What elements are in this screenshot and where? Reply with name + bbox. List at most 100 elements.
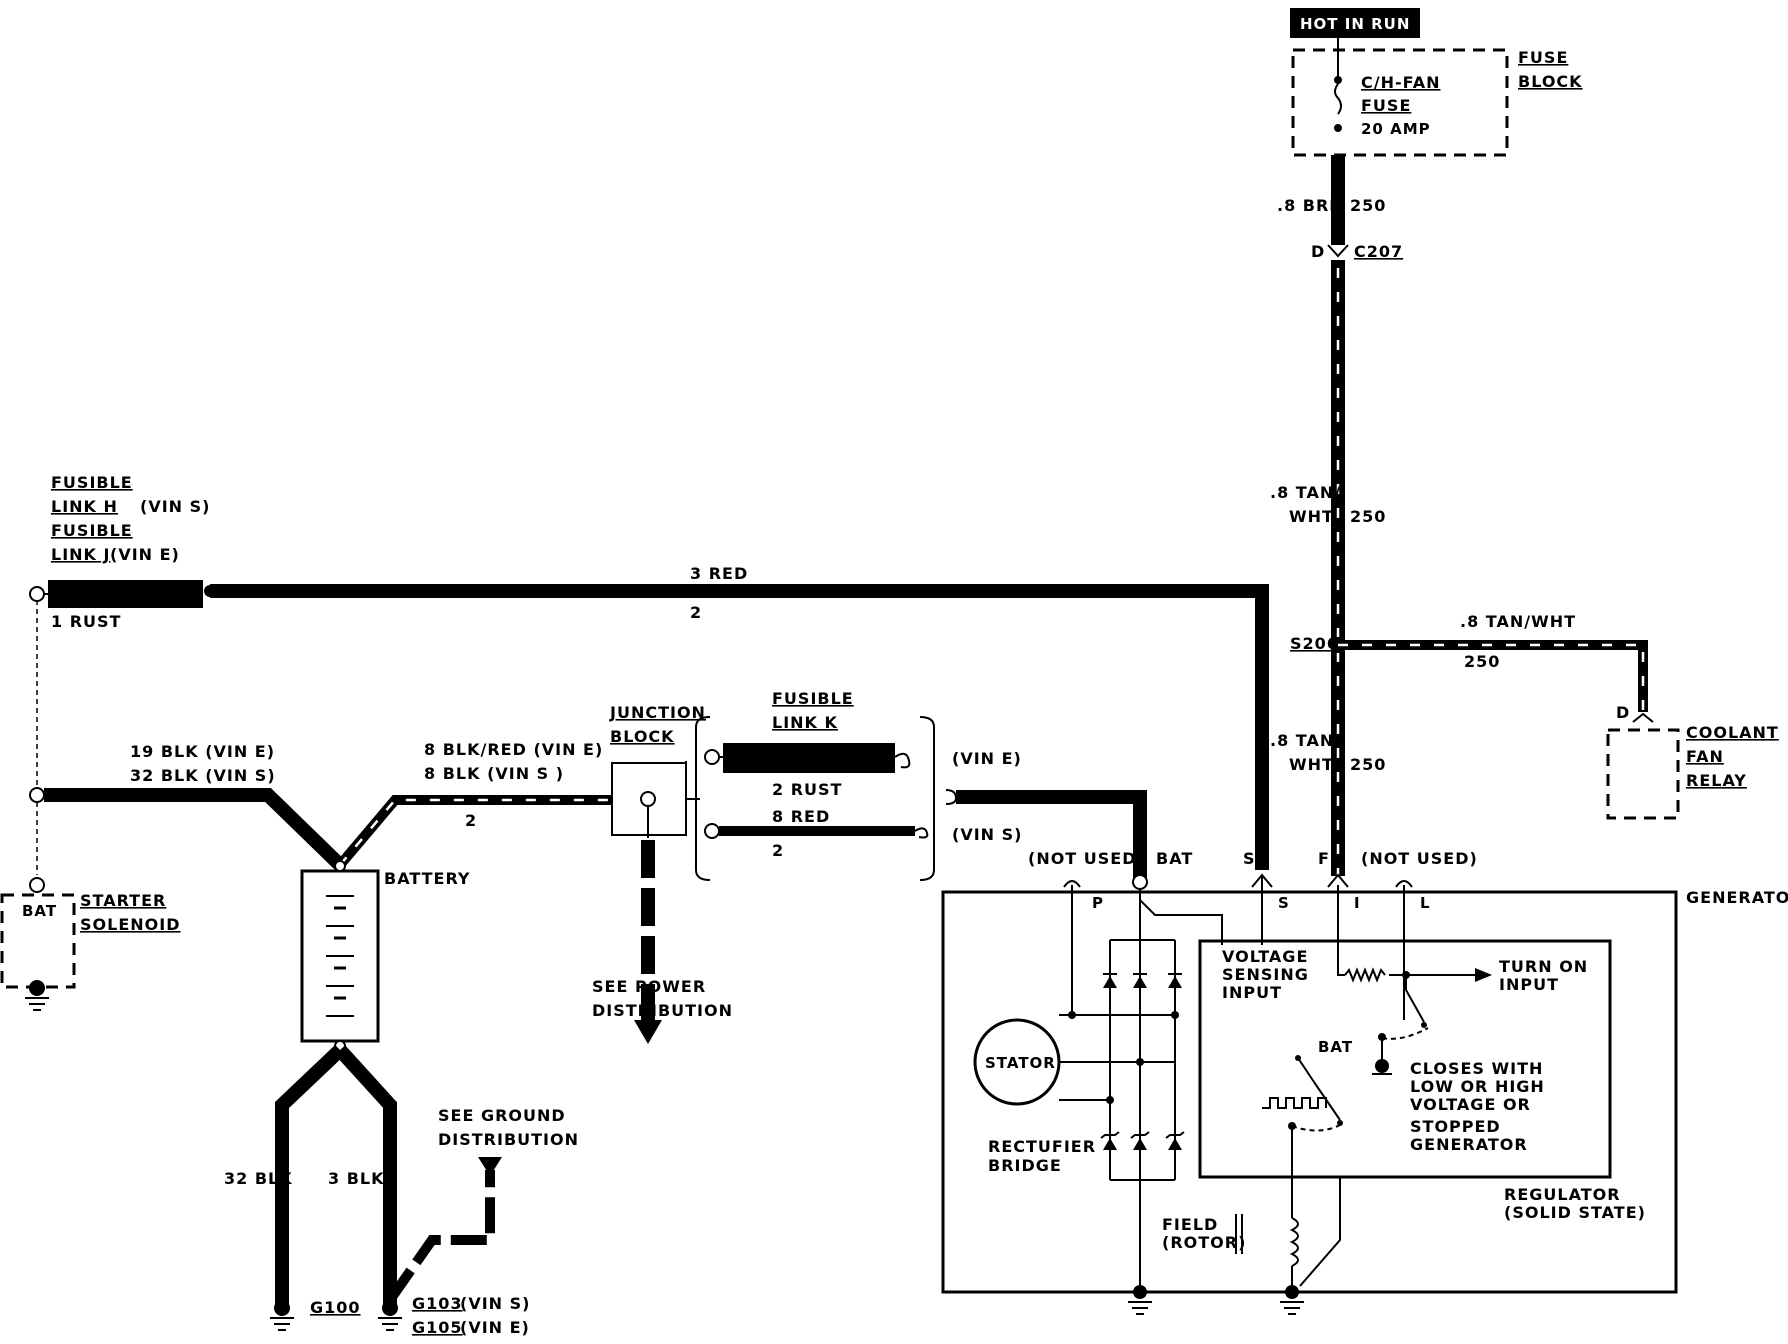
svg-text:VOLTAGE: VOLTAGE	[1222, 947, 1308, 966]
coolant-fan-relay	[1606, 728, 1680, 820]
fuse-block: FUSE BLOCK C/H-FAN FUSE 20 AMP	[1291, 38, 1583, 157]
svg-text:.8 TAN/: .8 TAN/	[1270, 483, 1341, 502]
svg-text:(VIN E): (VIN E)	[110, 545, 180, 564]
svg-text:BAT: BAT	[1318, 1038, 1353, 1056]
ground-icon	[1375, 1059, 1389, 1073]
svg-text:GENERATOR: GENERATOR	[1686, 888, 1788, 907]
svg-text:19 BLK (VIN E): 19 BLK (VIN E)	[130, 742, 275, 761]
battery: BATTERY	[300, 860, 471, 1052]
battery-cells-icon	[326, 895, 354, 1017]
svg-text:250: 250	[1350, 507, 1386, 526]
svg-text:3 BLK: 3 BLK	[328, 1169, 385, 1188]
svg-text:SENSING: SENSING	[1222, 965, 1309, 984]
svg-text:VOLTAGE OR: VOLTAGE OR	[1410, 1095, 1531, 1114]
svg-text:SEE POWER: SEE POWER	[592, 977, 706, 996]
svg-text:8 RED: 8 RED	[772, 807, 830, 826]
svg-text:G105: G105	[412, 1318, 463, 1337]
svg-text:CLOSES WITH: CLOSES WITH	[1410, 1059, 1543, 1078]
svg-text:SEE GROUND: SEE GROUND	[438, 1106, 566, 1125]
svg-text:LINK J: LINK J	[51, 545, 110, 564]
svg-text:FUSIBLE: FUSIBLE	[51, 521, 133, 540]
terminal-l	[1395, 880, 1413, 888]
starter-solenoid: BAT STARTER SOLENOID	[0, 787, 179, 1011]
svg-text:.8 TAN/WHT: .8 TAN/WHT	[1460, 612, 1576, 631]
svg-text:250: 250	[1464, 652, 1500, 671]
fuse-icon	[1334, 83, 1342, 115]
terminal-bat	[1132, 874, 1148, 890]
svg-text:1 RUST: 1 RUST	[51, 612, 121, 631]
svg-text:2: 2	[465, 811, 477, 830]
ground-icon	[1280, 1301, 1304, 1315]
svg-text:F: F	[1318, 849, 1330, 868]
svg-text:G103: G103	[412, 1294, 463, 1313]
regulator-box	[1198, 939, 1612, 1179]
svg-text:250: 250	[1350, 755, 1386, 774]
svg-text:32 BLK (VIN S): 32 BLK (VIN S)	[130, 766, 276, 785]
svg-text:.8 TAN/: .8 TAN/	[1270, 731, 1341, 750]
svg-text:FAN: FAN	[1686, 747, 1724, 766]
battery-cable-positive: 19 BLK (VIN E) 32 BLK (VIN S) 8 BLK/RED …	[44, 740, 612, 871]
svg-text:(VIN E): (VIN E)	[460, 1318, 530, 1337]
ground-icon	[1128, 1301, 1152, 1315]
svg-text:D: D	[1311, 242, 1325, 261]
ground-icon	[270, 1317, 294, 1331]
svg-text:(VIN E): (VIN E)	[952, 749, 1022, 768]
svg-text:(VIN S): (VIN S)	[140, 497, 210, 516]
svg-text:20 AMP: 20 AMP	[1361, 120, 1431, 138]
svg-text:P: P	[1092, 894, 1104, 912]
svg-text:BAT: BAT	[1156, 849, 1193, 868]
svg-text:(NOT USED): (NOT USED)	[1028, 849, 1145, 868]
svg-text:BAT: BAT	[22, 902, 57, 920]
ground-icon	[25, 997, 49, 1011]
fuse-feed-wire: .8 BRN 250 D C207 .8 TAN/ WHT 250 S206 .…	[1270, 155, 1403, 876]
svg-text:JUNCTION: JUNCTION	[609, 703, 706, 722]
svg-text:LINK H: LINK H	[51, 497, 118, 516]
rectifier-bridge-diodes	[1100, 939, 1185, 1181]
fusible-link-k: FUSIBLE LINK K 2 RUST 8 RED 2 (VIN E) (V…	[695, 689, 1147, 881]
svg-text:DISTRIBUTION: DISTRIBUTION	[438, 1130, 579, 1149]
svg-text:S: S	[1243, 849, 1256, 868]
svg-text:BLOCK: BLOCK	[610, 727, 675, 746]
svg-text:FUSE: FUSE	[1361, 96, 1411, 115]
arrow-right-icon	[1475, 968, 1492, 982]
svg-text:GENERATOR: GENERATOR	[1410, 1135, 1528, 1154]
svg-text:FUSE: FUSE	[1518, 48, 1568, 67]
svg-text:BLOCK: BLOCK	[1518, 72, 1583, 91]
pulse-icon	[1262, 1097, 1327, 1109]
svg-text:STATOR: STATOR	[985, 1054, 1056, 1072]
terminal-s	[1251, 873, 1273, 888]
svg-text:250: 250	[1350, 196, 1386, 215]
connector-c207-icon	[1327, 244, 1349, 258]
svg-text:INPUT: INPUT	[1222, 983, 1282, 1002]
resistor-icon	[1344, 967, 1386, 983]
svg-text:S206: S206	[1290, 634, 1339, 653]
svg-text:32 BLK: 32 BLK	[224, 1169, 293, 1188]
svg-text:STOPPED: STOPPED	[1410, 1117, 1501, 1136]
svg-text:2 RUST: 2 RUST	[772, 780, 842, 799]
svg-text:INPUT: INPUT	[1499, 975, 1559, 994]
svg-text:C/H-FAN: C/H-FAN	[1361, 73, 1440, 92]
field-coil-icon	[1289, 1217, 1299, 1267]
ground-icon	[378, 1317, 402, 1331]
svg-text:LINK K: LINK K	[772, 713, 838, 732]
svg-text:8 BLK/RED (VIN E): 8 BLK/RED (VIN E)	[424, 740, 603, 759]
svg-text:2: 2	[772, 841, 784, 860]
svg-text:(VIN S): (VIN S)	[952, 825, 1022, 844]
svg-text:BRIDGE: BRIDGE	[988, 1156, 1062, 1175]
svg-text:D: D	[1616, 703, 1630, 722]
svg-text:(ROTOR): (ROTOR)	[1162, 1233, 1246, 1252]
fusible-link-hj: FUSIBLE LINK H (VIN S) FUSIBLE LINK J (V…	[29, 473, 1269, 870]
svg-text:.8 BRN: .8 BRN	[1277, 196, 1344, 215]
svg-text:RELAY: RELAY	[1686, 771, 1747, 790]
battery-ground-cables: 32 BLK 3 BLK SEE GROUND DISTRIBUTION G10…	[224, 1044, 579, 1337]
svg-text:G100: G100	[310, 1298, 361, 1317]
svg-text:C207: C207	[1354, 242, 1403, 261]
svg-text:(VIN S): (VIN S)	[460, 1294, 530, 1313]
svg-text:LOW OR HIGH: LOW OR HIGH	[1410, 1077, 1545, 1096]
svg-text:FUSIBLE: FUSIBLE	[772, 689, 854, 708]
terminal-p	[1063, 880, 1081, 888]
svg-text:2: 2	[690, 603, 702, 622]
svg-text:BATTERY: BATTERY	[384, 869, 471, 888]
hot-in-run-tag: HOT IN RUN	[1290, 8, 1420, 38]
